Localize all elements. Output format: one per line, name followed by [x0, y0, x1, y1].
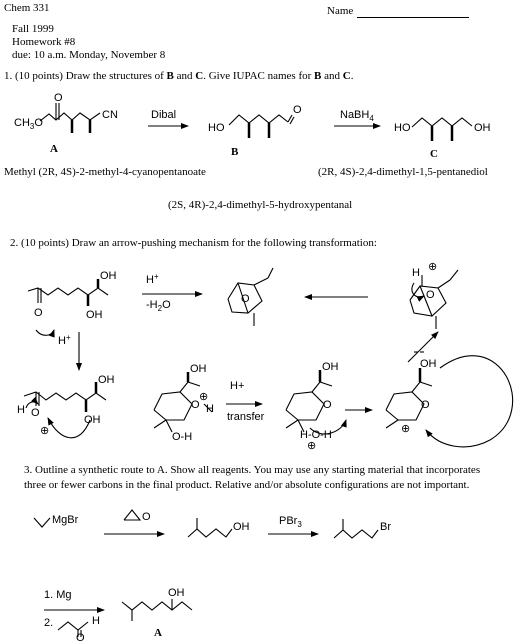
or-oh-bottom: O-H — [172, 431, 192, 443]
hk-oh2: H-O-H — [300, 429, 332, 441]
oc-plus: ⊕ — [401, 423, 410, 435]
pk-oh-top: OH — [98, 374, 115, 386]
bicyclic-o: O — [241, 293, 250, 305]
or-oh: OH — [190, 363, 207, 375]
q3-step-2: 2. — [44, 617, 53, 629]
pk-h: H — [17, 404, 25, 416]
q3-label-a: A — [154, 627, 162, 639]
q3-propanal — [57, 621, 89, 637]
name-label: Name — [327, 5, 354, 17]
name-field: Name — [327, 5, 470, 18]
q2-protonated-bicyclic — [409, 269, 459, 329]
b-aldehyde-o: O — [293, 104, 302, 116]
q3-bromide — [333, 519, 379, 539]
pk-o: O — [31, 407, 40, 419]
or-o: O — [191, 399, 200, 411]
transfer-h-plus: H+ — [230, 380, 244, 392]
a-carbonyl-o: O — [54, 92, 63, 104]
q3-isopropyl-grignard — [33, 517, 51, 528]
hk-plus: ⊕ — [307, 440, 316, 452]
q3-aldehyde-h: H — [92, 615, 100, 627]
oc-oh: OH — [420, 358, 437, 370]
b-hydroxyl: HO — [208, 122, 225, 134]
q3-step-1: 1. Mg — [44, 589, 72, 601]
course-title: Chem 331 — [4, 2, 50, 14]
oc-o: O — [421, 399, 430, 411]
c-oh: OH — [474, 122, 491, 134]
q2-prompt: 2. (10 points) Draw an arrow-pushing mec… — [10, 237, 377, 249]
q1-prompt: 1. (10 points) Draw the structures of B … — [4, 70, 354, 82]
label-h-plus: H+ — [58, 333, 71, 347]
reagent-nabh4: NaBH4 — [340, 109, 374, 123]
q2-bicyclic-product — [227, 267, 274, 326]
hk-oh: OH — [322, 361, 339, 373]
label-a: A — [50, 143, 58, 155]
or-plus: ⊕ — [199, 391, 208, 403]
or-h: H — [206, 403, 214, 415]
arrow-attack-curve — [425, 355, 514, 448]
sm-oh-top: OH — [100, 270, 117, 282]
name-b: (2S, 4R)-2,4-dimethyl-5-hydroxypentanal — [168, 199, 353, 211]
arrow-cyclization — [407, 331, 439, 363]
q3-line-1: 3. Outline a synthetic route to A. Show … — [24, 464, 481, 476]
hk-o: O — [323, 399, 332, 411]
q3-product-a — [121, 599, 193, 621]
q3-alcohol — [187, 518, 233, 538]
due-date: due: 10 a.m. Monday, November 8 — [12, 49, 166, 61]
compound-a — [39, 103, 101, 133]
q2-oxonium-ring — [153, 372, 213, 433]
q3-oh: OH — [233, 521, 250, 533]
compound-b — [228, 114, 295, 138]
q2-hemiketal — [285, 370, 347, 435]
prot-o: O — [426, 289, 435, 301]
a-nitrile: CN — [102, 109, 118, 121]
q2-starting-material — [27, 279, 109, 338]
q3-aldehyde-o: O — [76, 632, 85, 641]
c-ho: HO — [394, 122, 411, 134]
transfer-label: transfer — [227, 411, 265, 423]
compound-c — [411, 117, 473, 141]
q3-epoxide-o: O — [142, 511, 151, 523]
name-c: (2R, 4S)-2,4-dimethyl-1,5-pentanediol — [318, 166, 488, 178]
prot-plus: ⊕ — [428, 261, 437, 273]
q3-epoxide — [123, 509, 142, 521]
name-a: Methyl (2R, 4S)-2-methyl-4-cyanopentanoa… — [4, 166, 206, 178]
q2-protonated-ketone — [23, 382, 107, 439]
label-c: C — [430, 148, 438, 160]
prot-h: H — [412, 267, 420, 279]
reagent-h-plus: H+ — [146, 272, 159, 286]
q3-br: Br — [380, 521, 391, 533]
pk-plus: ⊕ — [40, 425, 49, 437]
sm-oh-bottom: OH — [86, 309, 103, 321]
reagent-minus-water: -H2O — [146, 299, 171, 313]
reagent-dibal: Dibal — [151, 109, 176, 121]
q3-product-oh: OH — [168, 587, 185, 599]
name-underline — [357, 6, 470, 18]
q3-mgbr: MgBr — [52, 514, 79, 526]
pk-oh-bottom: OH — [84, 414, 101, 426]
sm-ketone-o: O — [34, 307, 43, 319]
label-b: B — [231, 146, 239, 158]
q2-oxocarbenium — [385, 351, 433, 429]
q3-line-2: three or fewer carbons in the final prod… — [24, 479, 470, 491]
q3-pbr3: PBr3 — [279, 515, 302, 529]
homework-number: Homework #8 — [12, 36, 76, 48]
a-ch3o: CH3O — [14, 117, 43, 131]
term: Fall 1999 — [12, 23, 54, 35]
